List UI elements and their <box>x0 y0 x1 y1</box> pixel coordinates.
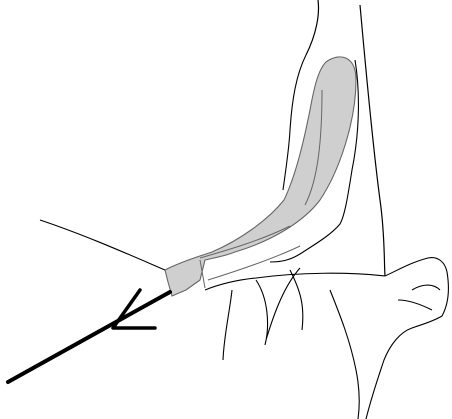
arrow-icon <box>8 290 170 382</box>
left-contour-line <box>40 220 165 270</box>
highlighted-region <box>165 57 356 296</box>
right-wing-structure <box>366 258 448 419</box>
lower-bone-contours <box>205 268 385 419</box>
